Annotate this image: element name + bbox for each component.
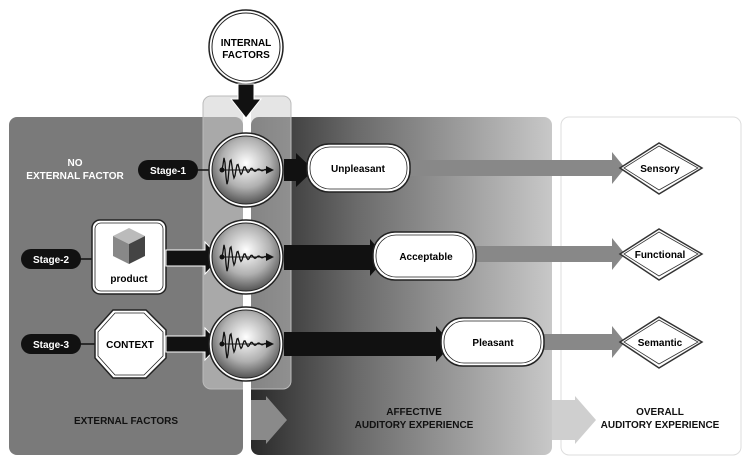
acceptable-to-functional-arrow (476, 238, 625, 270)
svg-text:Stage-3: Stage-3 (33, 340, 70, 351)
unpleasant-to-sensory-arrow (410, 152, 625, 184)
waveform-icon (219, 157, 274, 185)
svg-text:Functional: Functional (635, 250, 686, 261)
affective-to-overall-arrow (552, 396, 596, 444)
sound-ball-2 (208, 219, 284, 295)
affective-acceptable: Acceptable (372, 231, 477, 281)
sound-ball-1 (208, 132, 284, 208)
no-external-line2: EXTERNAL FACTOR (26, 171, 124, 182)
stage-1-badge: Stage-1 (138, 160, 210, 180)
overall-sensory: Sensory (618, 142, 704, 195)
context-factor: CONTEXT (94, 309, 167, 379)
svg-text:Stage-2: Stage-2 (33, 255, 70, 266)
ball3-to-pleasant-arrow (284, 326, 452, 362)
overall-panel (560, 116, 742, 456)
ball1-to-unpleasant-arrow (284, 153, 314, 187)
external-factors-label: EXTERNAL FACTORS (74, 416, 178, 427)
internal-factors-line2: FACTORS (222, 50, 270, 61)
affective-pleasant: Pleasant (440, 317, 545, 367)
overall-label-line2: AUDITORY EXPERIENCE (601, 420, 720, 431)
overall-functional: Functional (618, 228, 704, 281)
pleasant-to-semantic-arrow (541, 326, 625, 358)
svg-text:CONTEXT: CONTEXT (106, 340, 154, 351)
product-factor: product (91, 219, 167, 295)
no-external-line1: NO (68, 158, 83, 169)
svg-text:Sensory: Sensory (640, 164, 680, 175)
internal-factors-line1: INTERNAL (221, 38, 272, 49)
affective-panel (251, 117, 552, 455)
affective-unpleasant: Unpleasant (306, 143, 411, 193)
waveform-icon (219, 331, 274, 359)
cube-icon (113, 228, 145, 264)
overall-semantic: Semantic (618, 316, 704, 369)
svg-text:product: product (110, 274, 148, 285)
svg-text:Unpleasant: Unpleasant (331, 164, 386, 175)
external-to-affective-arrow (251, 396, 287, 444)
overall-label-line1: OVERALL (636, 407, 684, 418)
stage-3-badge: Stage-3 (21, 334, 98, 354)
svg-text:Acceptable: Acceptable (399, 252, 453, 263)
sound-ball-3 (208, 306, 284, 382)
internal-arrow (229, 83, 263, 119)
waveform-icon (219, 244, 274, 272)
svg-text:Stage-1: Stage-1 (150, 166, 187, 177)
svg-text:Pleasant: Pleasant (472, 338, 514, 349)
affective-label-line1: AFFECTIVE (386, 407, 442, 418)
svg-text:Semantic: Semantic (638, 338, 683, 349)
affective-label-line2: AUDITORY EXPERIENCE (355, 420, 474, 431)
ball2-to-acceptable-arrow (284, 239, 386, 276)
